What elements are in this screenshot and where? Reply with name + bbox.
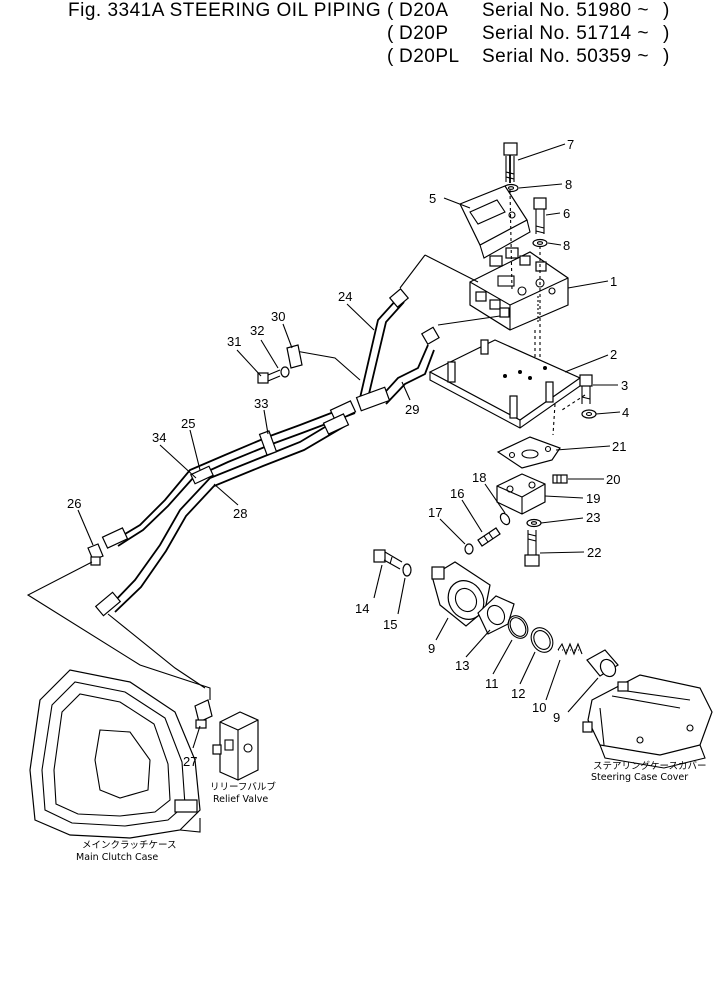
callout-29: 28 xyxy=(233,506,247,521)
callout-4: 4 xyxy=(622,405,629,420)
callout-20: 19 xyxy=(586,491,600,506)
part-17-fitting xyxy=(477,527,501,547)
model-3: D20PL xyxy=(399,46,460,67)
callout-30: 29 xyxy=(405,402,419,417)
part-19-oring xyxy=(499,512,511,526)
paren-open-1: ( xyxy=(387,0,394,21)
callout-21: 20 xyxy=(606,472,620,487)
part-11-spring xyxy=(557,642,583,656)
callout-5: 5 xyxy=(429,191,436,206)
callout-14: 13 xyxy=(455,658,469,673)
part-22-gasket xyxy=(496,436,561,469)
paren-close-1: ) xyxy=(663,0,670,21)
part-7-bolt xyxy=(503,142,518,183)
main-clutch-caption-jp: メインクラッチケース xyxy=(82,840,177,851)
callout-17: 16 xyxy=(450,486,464,501)
steering-cover-caption-en: Steering Case Cover xyxy=(591,772,688,783)
callout-13: 12 xyxy=(511,686,525,701)
callout-19: 18 xyxy=(472,470,486,485)
part-20-valve-body xyxy=(496,473,546,515)
relief-valve xyxy=(212,711,259,781)
callout-10: 9 xyxy=(553,710,560,725)
model-2: D20P xyxy=(399,23,449,44)
leader-lines xyxy=(77,143,621,749)
part-24-washer xyxy=(526,518,542,528)
relief-valve-caption-jp: リリーフバルブ xyxy=(210,781,276,793)
part-18-oring xyxy=(464,543,474,555)
part-6-bolt xyxy=(533,197,547,234)
paren-open-2: ( xyxy=(387,23,394,44)
part-13-oring xyxy=(530,627,554,653)
relief-valve-caption-en: Relief Valve xyxy=(213,794,268,805)
alignment-lines xyxy=(509,189,586,436)
callout-7: 7 xyxy=(567,137,574,152)
callout-16: 15 xyxy=(383,617,397,632)
callout-31: 30 xyxy=(271,309,285,324)
callout-11: 10 xyxy=(532,700,546,715)
callout-25: 24 xyxy=(338,289,352,304)
callout-9: 9 xyxy=(428,641,435,656)
callout-22: 21 xyxy=(612,439,626,454)
callout-1: 1 xyxy=(610,274,617,289)
part-1-valve-block xyxy=(469,247,569,331)
callout-3: 3 xyxy=(621,378,628,393)
part-4-washer xyxy=(581,409,597,419)
part-33-washer xyxy=(280,366,290,378)
callout-34b: 34 xyxy=(152,430,166,445)
callout-labels: 7 8 6 8 5 1 2 3 4 21 20 19 23 22 18 16 1… xyxy=(67,137,629,769)
callout-26: 25 xyxy=(181,416,195,431)
part-16-washer xyxy=(402,563,412,577)
figure-title: Fig. 3341A STEERING OIL PIPING xyxy=(68,0,382,21)
serial-3: Serial No. 50359 ~ xyxy=(482,46,649,67)
part-31-clamp xyxy=(286,344,303,369)
part-21-plug xyxy=(552,474,568,484)
captions: リリーフバルブ Relief Valve メインクラッチケース Main Clu… xyxy=(76,760,707,863)
callout-8b: 8 xyxy=(563,238,570,253)
steering-case-cover xyxy=(582,674,713,769)
part-23-bolt xyxy=(524,530,540,567)
title-block: Fig. 3341A STEERING OIL PIPING ( D20A Se… xyxy=(0,0,719,70)
model-1: D20A xyxy=(399,0,449,21)
serial-2: Serial No. 51714 ~ xyxy=(482,23,649,44)
callout-23: 22 xyxy=(587,545,601,560)
part-3-bolt xyxy=(579,374,593,404)
steering-cover-caption-jp: ステアリングケースカバー xyxy=(593,760,707,772)
callout-27: 26 xyxy=(67,496,81,511)
part-9-housing xyxy=(431,561,491,627)
paren-open-3: ( xyxy=(387,46,394,67)
paren-close-3: ) xyxy=(663,46,670,67)
callout-33: 32 xyxy=(250,323,264,338)
part-8-washer-b xyxy=(532,238,548,248)
main-clutch-caption-en: Main Clutch Case xyxy=(76,852,158,863)
callout-12: 11 xyxy=(485,676,499,691)
part-14-gasket xyxy=(477,595,515,635)
part-27-fitting xyxy=(87,543,104,566)
part-12-oring xyxy=(507,615,529,639)
callout-2: 2 xyxy=(610,347,617,362)
callout-18: 17 xyxy=(428,505,442,520)
paren-close-2: ) xyxy=(663,23,670,44)
callout-8a: 8 xyxy=(565,177,572,192)
callout-24: 23 xyxy=(586,510,600,525)
callout-32: 31 xyxy=(227,334,241,349)
callout-28: 27 xyxy=(183,754,197,769)
callout-6: 6 xyxy=(563,206,570,221)
serial-1: Serial No. 51980 ~ xyxy=(482,0,649,21)
hose-assembly xyxy=(94,254,501,617)
callout-34a: 33 xyxy=(254,396,268,411)
part-15-bolt xyxy=(373,549,403,570)
routing-lines xyxy=(26,561,211,700)
part-5-bracket xyxy=(459,185,531,259)
part-28-fitting xyxy=(194,699,213,729)
part-2-plate xyxy=(428,339,582,429)
part-32-bolt xyxy=(257,369,281,384)
part-10-spool xyxy=(586,649,619,678)
main-clutch-case xyxy=(29,669,201,839)
callout-15: 14 xyxy=(355,601,369,616)
